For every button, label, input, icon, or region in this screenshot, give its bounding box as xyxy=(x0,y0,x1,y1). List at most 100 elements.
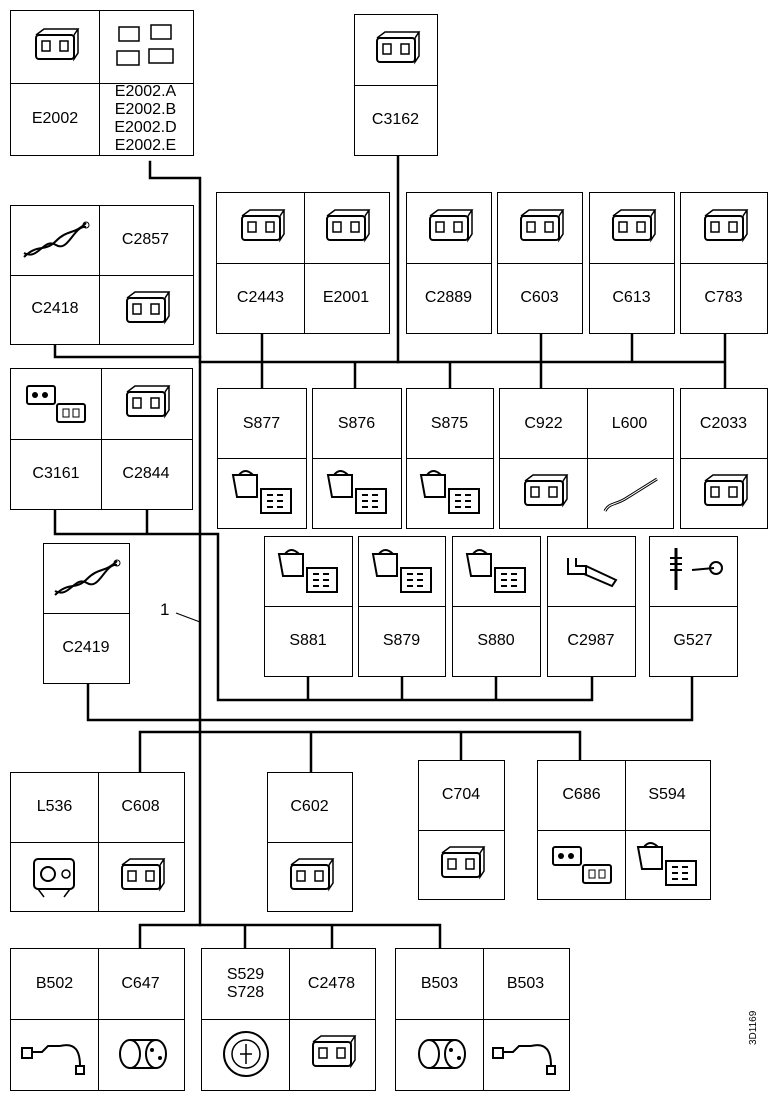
connector-label: C2478 xyxy=(307,975,356,992)
connector-icon xyxy=(99,275,192,344)
connector-block-c603: C603 xyxy=(497,192,583,334)
column-divider xyxy=(98,773,99,911)
connector-block-s529-c2478: S529 S728 C2478 xyxy=(201,948,376,1091)
column-divider xyxy=(625,761,626,899)
connector-block-c783: C783 xyxy=(680,192,768,334)
row-divider xyxy=(419,830,504,831)
sensor-icon xyxy=(11,1019,98,1089)
row-divider xyxy=(218,458,306,459)
connector-block-s880: S880 xyxy=(452,536,541,677)
column-divider xyxy=(289,949,290,1090)
row-divider xyxy=(538,830,710,831)
connector-block-c704: C704 xyxy=(418,760,505,900)
connector-label: C602 xyxy=(290,798,329,815)
connector-block-c613: C613 xyxy=(589,192,675,334)
connector-icon xyxy=(268,842,351,911)
c3161-wire xyxy=(53,508,594,702)
connector-label: S877 xyxy=(242,414,281,432)
connector-label: B503 xyxy=(420,975,459,992)
row-divider xyxy=(268,842,352,843)
connector-icon xyxy=(355,15,436,85)
connector-icon xyxy=(11,11,99,83)
connector-label: S879 xyxy=(382,631,421,649)
connector-label: C2418 xyxy=(31,300,79,317)
connector-label: B503 xyxy=(506,975,545,992)
main-trunk xyxy=(148,160,202,927)
connector-block-g527: G527 xyxy=(649,536,738,677)
connector-label: C3161 xyxy=(32,464,80,482)
connector-icon xyxy=(681,458,766,527)
row-divider xyxy=(407,458,493,459)
connector-block-c2419: C2419 xyxy=(43,543,130,684)
column-divider xyxy=(587,389,588,528)
connector-icon xyxy=(98,842,183,911)
row-divider xyxy=(11,275,193,276)
connector-label: C686 xyxy=(562,786,601,803)
row-divider xyxy=(11,83,193,84)
ground-stud-icon xyxy=(650,537,736,606)
connector-label: C647 xyxy=(121,975,160,992)
connector-block-c2033: C2033 xyxy=(680,388,768,529)
row-divider xyxy=(498,263,582,264)
column-divider xyxy=(98,949,99,1090)
connector-label: C2857 xyxy=(121,231,170,248)
connector-label: L600 xyxy=(611,414,648,432)
column-divider xyxy=(99,11,100,155)
switch-connector-icon xyxy=(218,458,305,527)
row-divider xyxy=(313,458,401,459)
twisted-wire-icon xyxy=(44,544,128,613)
row-divider xyxy=(407,263,491,264)
row-divider xyxy=(681,458,767,459)
connector-set-icon xyxy=(99,11,192,83)
connector-pair-icon xyxy=(11,369,101,439)
row-divider xyxy=(11,842,184,843)
connector-label: C2033 xyxy=(699,414,748,432)
row-divider xyxy=(500,458,673,459)
connector-label: S881 xyxy=(289,631,327,649)
switch-connector-icon xyxy=(265,537,351,606)
connector-icon xyxy=(681,193,766,263)
switch-connector-icon xyxy=(313,458,400,527)
connector-block-c2987: C2987 xyxy=(547,536,636,677)
row-divider xyxy=(650,606,737,607)
connector-label: C922 xyxy=(524,414,563,432)
connector-label: S529 S728 xyxy=(226,966,265,1001)
column-divider xyxy=(101,369,102,509)
switch-connector-icon xyxy=(453,537,539,606)
connector-block-c3162: C3162 xyxy=(354,14,438,156)
connector-label: C603 xyxy=(520,288,559,306)
connector-label: C2844 xyxy=(122,464,170,482)
connector-pair-icon xyxy=(538,830,625,899)
row-divider xyxy=(590,263,674,264)
row-divider xyxy=(453,606,540,607)
column-divider xyxy=(304,193,305,333)
connector-icon xyxy=(590,193,673,263)
connector-label: S880 xyxy=(477,631,515,649)
lower-bus xyxy=(138,923,442,950)
connector-icon xyxy=(500,458,587,527)
connector-label: L536 xyxy=(36,798,73,815)
connector-block-c686-s594: C686 S594 xyxy=(537,760,711,900)
row-divider xyxy=(44,613,129,614)
connector-label: E2001 xyxy=(322,288,370,306)
c2418-wire xyxy=(53,343,202,359)
connector-label: C704 xyxy=(441,786,481,803)
wire-lead-icon xyxy=(587,458,672,527)
twisted-wire-icon xyxy=(11,206,99,275)
row-divider xyxy=(548,606,635,607)
connector-block-c922-l600: C922 L600 xyxy=(499,388,674,529)
connector-block-c2418-c2857: C2418 C2857 xyxy=(10,205,194,345)
connector-icon xyxy=(498,193,581,263)
round-connector-icon xyxy=(396,1019,483,1089)
row-divider xyxy=(681,263,767,264)
connector-block-c602: C602 xyxy=(267,772,353,912)
row-divider xyxy=(355,85,437,86)
connector-icon xyxy=(289,1019,374,1089)
connector-label: G527 xyxy=(673,631,713,649)
connector-label: S594 xyxy=(648,786,686,803)
